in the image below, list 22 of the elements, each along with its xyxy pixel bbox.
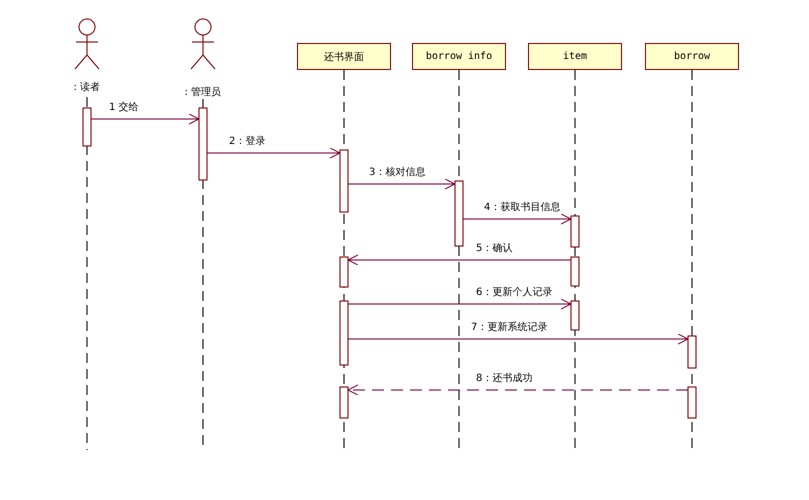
message-label: 8：还书成功 [475,373,534,385]
actor-label: : 管理员 [184,87,222,99]
participant-box: borrow [645,43,739,70]
message-label: 4：获取书目信息 [483,202,562,214]
participant-box: item [528,43,622,70]
participant-box: 还书界面 [297,43,391,70]
message-arrow [206,148,340,158]
participant-box: borrow info [412,43,506,70]
message-label: 2：登录 [228,136,266,148]
message-arrow [348,334,688,344]
message-arrow [90,114,200,124]
message-label: 1 交给 [108,102,140,114]
message-label: 7：更新系统记录 [470,322,548,334]
message-label: 6：更新个人记录 [475,287,554,299]
message-arrow [348,384,688,396]
actor-label: : 读者 [74,82,100,94]
message-arrow [462,214,572,224]
message-arrow [348,178,456,190]
message-label: 5：确认 [475,243,514,255]
message-label: 3：核对信息 [368,167,426,179]
message-arrow [348,298,572,310]
message-arrow [348,254,572,266]
